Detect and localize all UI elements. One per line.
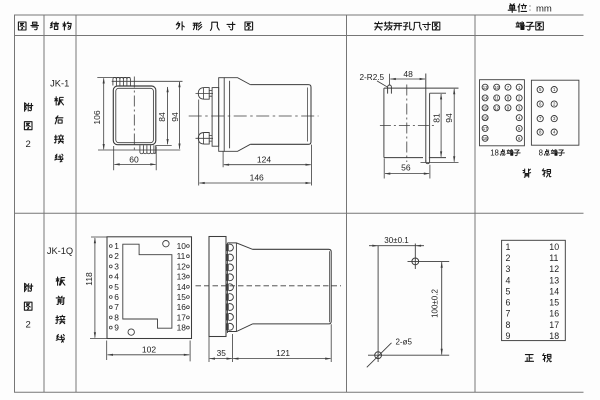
svg-text:2: 2 <box>553 102 556 107</box>
svg-text:13: 13 <box>177 272 187 282</box>
svg-text:2: 2 <box>114 251 119 261</box>
svg-text:5: 5 <box>114 282 119 292</box>
svg-text:JK-1Q: JK-1Q <box>47 246 73 256</box>
svg-text:3: 3 <box>553 116 556 121</box>
svg-text::: : <box>529 3 532 13</box>
svg-text:16: 16 <box>483 115 488 120</box>
svg-text:4: 4 <box>506 275 511 285</box>
svg-text:102: 102 <box>142 344 156 354</box>
svg-text:94: 94 <box>444 113 454 123</box>
svg-text:81: 81 <box>431 113 441 123</box>
svg-text:30±0.1: 30±0.1 <box>384 236 409 245</box>
svg-text:6: 6 <box>518 136 521 141</box>
svg-text:56: 56 <box>401 163 411 173</box>
svg-text:94: 94 <box>170 112 180 122</box>
svg-text:10: 10 <box>177 241 187 251</box>
svg-text:JK-1: JK-1 <box>50 78 69 88</box>
svg-text:18: 18 <box>483 136 488 141</box>
svg-text:8: 8 <box>506 320 511 330</box>
svg-text:60: 60 <box>129 155 139 165</box>
svg-text:4: 4 <box>553 130 556 135</box>
svg-text:3: 3 <box>518 105 521 110</box>
svg-text:4: 4 <box>114 272 119 282</box>
svg-text:2: 2 <box>506 253 511 263</box>
svg-text:7: 7 <box>539 116 542 121</box>
svg-text:2: 2 <box>518 95 521 100</box>
svg-text:7: 7 <box>114 302 119 312</box>
svg-text:5: 5 <box>518 126 521 131</box>
svg-text:mm: mm <box>536 3 552 14</box>
svg-text:6: 6 <box>114 292 119 302</box>
svg-text:14: 14 <box>177 282 187 292</box>
svg-text:9: 9 <box>507 105 510 110</box>
svg-text:13: 13 <box>549 275 559 285</box>
svg-text:12: 12 <box>177 261 187 271</box>
svg-text:35: 35 <box>217 348 227 358</box>
svg-text:2: 2 <box>26 319 31 330</box>
svg-text:17: 17 <box>177 312 187 322</box>
svg-text:48: 48 <box>403 69 413 79</box>
svg-text:1: 1 <box>553 87 556 92</box>
svg-text:15: 15 <box>549 298 559 308</box>
svg-text:5: 5 <box>539 87 542 92</box>
svg-text:11: 11 <box>494 95 499 100</box>
svg-text:6: 6 <box>506 298 511 308</box>
svg-text:8: 8 <box>507 95 510 100</box>
svg-text:3: 3 <box>506 264 511 274</box>
svg-text:18: 18 <box>490 148 499 157</box>
svg-text:13: 13 <box>483 85 488 90</box>
svg-text:2-R2.5: 2-R2.5 <box>360 73 385 82</box>
svg-text:15: 15 <box>177 292 187 302</box>
svg-text:7: 7 <box>506 309 511 319</box>
svg-text:118: 118 <box>84 272 94 286</box>
svg-text:18: 18 <box>177 323 187 333</box>
svg-text:8: 8 <box>539 148 543 157</box>
svg-text:12: 12 <box>494 105 499 110</box>
svg-text:124: 124 <box>257 154 271 164</box>
svg-text:8: 8 <box>539 130 542 135</box>
svg-text:15: 15 <box>483 105 488 110</box>
svg-text:16: 16 <box>549 309 559 319</box>
svg-text:7: 7 <box>507 85 510 90</box>
svg-text:4: 4 <box>518 115 521 120</box>
svg-text:3: 3 <box>114 261 119 271</box>
svg-text:6: 6 <box>539 102 542 107</box>
svg-text:12: 12 <box>549 264 559 274</box>
svg-text:14: 14 <box>549 287 559 297</box>
svg-text:2-ø5: 2-ø5 <box>395 337 412 346</box>
svg-text:8: 8 <box>114 312 119 322</box>
svg-text:14: 14 <box>483 95 488 100</box>
svg-text:5: 5 <box>506 287 511 297</box>
svg-text:106: 106 <box>92 110 102 124</box>
svg-text:1: 1 <box>506 242 511 252</box>
svg-text:17: 17 <box>483 126 488 131</box>
svg-text:11: 11 <box>177 251 186 261</box>
svg-text:9: 9 <box>506 331 511 341</box>
svg-text:84: 84 <box>157 112 167 122</box>
svg-text:2: 2 <box>26 139 31 150</box>
svg-text:17: 17 <box>549 320 559 330</box>
svg-text:100±0.2: 100±0.2 <box>431 289 440 318</box>
svg-text:10: 10 <box>549 242 559 252</box>
svg-text:1: 1 <box>518 85 521 90</box>
svg-text:18: 18 <box>549 331 559 341</box>
svg-text:1: 1 <box>114 241 119 251</box>
svg-text:16: 16 <box>177 302 187 312</box>
svg-text:9: 9 <box>114 323 119 333</box>
svg-text:146: 146 <box>250 172 264 182</box>
svg-text:11: 11 <box>549 253 558 263</box>
svg-text:121: 121 <box>276 348 290 358</box>
svg-text:10: 10 <box>494 85 499 90</box>
